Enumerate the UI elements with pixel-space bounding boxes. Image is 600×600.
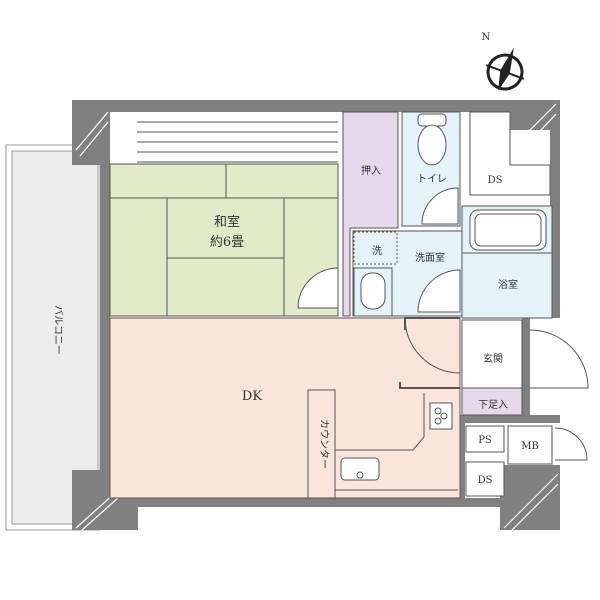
wall-hatching — [75, 103, 559, 531]
ds-top-label: DS — [488, 175, 503, 186]
window-stripes — [137, 112, 338, 164]
dk-label: DK — [242, 389, 262, 404]
shoe-closet-label: 下足入 — [478, 399, 508, 411]
oshiire-label: 押入 — [361, 164, 381, 177]
mb-space — [507, 425, 553, 465]
washitsu-room — [109, 163, 339, 317]
washitsu-label: 和室 — [214, 214, 240, 230]
washroom-label: 洗面室 — [415, 251, 445, 264]
entrance-door — [529, 329, 589, 389]
toilet-label: トイレ — [417, 174, 447, 185]
shoe-closet — [461, 387, 523, 416]
washer-label: 洗 — [372, 245, 382, 257]
door-swing — [297, 267, 339, 309]
north-compass-icon — [485, 47, 525, 91]
compass-north-label: N — [482, 32, 491, 43]
ds-bottom-space — [465, 461, 505, 497]
balcony — [5, 144, 101, 531]
ds-top-space — [469, 111, 551, 196]
bathroom — [461, 205, 553, 319]
sink-icon — [340, 457, 380, 481]
counter — [307, 389, 336, 499]
balcony-label: バルコニー — [52, 305, 64, 355]
counter-label: カウンター — [318, 419, 330, 469]
genkan-label: 玄関 — [483, 352, 503, 365]
washitsu-size-label: 約6畳 — [210, 235, 244, 250]
ps-space — [465, 425, 505, 453]
toilet-room — [401, 111, 461, 227]
bath-label: 浴室 — [498, 278, 518, 291]
washroom — [352, 230, 463, 317]
genkan — [461, 319, 523, 389]
ps-label: PS — [478, 435, 492, 446]
closet-oshiire — [342, 111, 399, 317]
ds-bottom-label: DS — [478, 475, 493, 486]
dk-room — [109, 317, 461, 499]
mb-label: MB — [521, 441, 539, 452]
